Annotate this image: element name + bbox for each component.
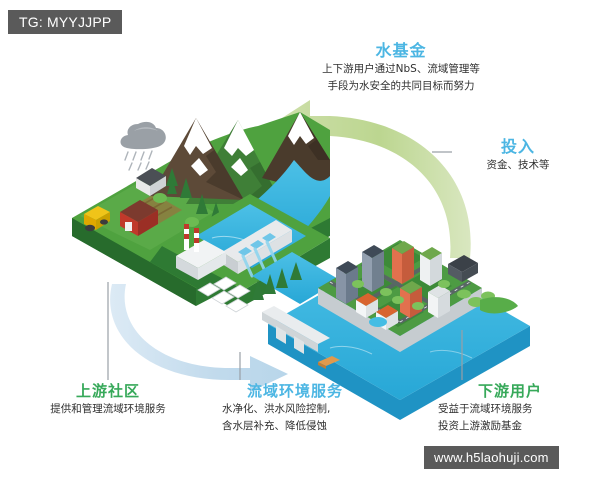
red-barn: [120, 200, 158, 236]
label-connectors: [107, 151, 463, 380]
label-investment-desc-1: 资金、技术等: [486, 159, 550, 172]
label-watershed-services: 流域环境服务 水净化、洪水风险控制, 含水层补充、降低侵蚀: [200, 382, 390, 434]
city-highrise-buildings: [336, 241, 478, 330]
label-downstream-desc-1: 受益于流域环境服务: [438, 403, 533, 416]
label-services-desc-1: 水净化、洪水风险控制,: [222, 403, 331, 416]
watermark-url: www.h5laohuji.com: [424, 446, 559, 469]
dam-industrial-block: [150, 194, 340, 313]
rain-cloud: [120, 121, 166, 171]
hydro-dam: [222, 220, 292, 278]
label-water-fund-desc-2: 手段为水安全的共同目标而努力: [327, 80, 475, 93]
farm-house: [136, 168, 166, 196]
label-investment-title: 投入: [500, 137, 535, 156]
water-treatment-tanks: [197, 276, 251, 313]
ecosystem-services-flow-arrow: [110, 284, 288, 392]
label-upstream-community: 上游社区 提供和管理流域环境服务: [18, 382, 198, 417]
label-investment: 投入 资金、技术等: [448, 137, 588, 173]
label-water-fund-title: 水基金: [375, 41, 427, 60]
label-upstream-title: 上游社区: [75, 382, 140, 400]
label-upstream-desc-1: 提供和管理流域环境服务: [50, 403, 166, 416]
label-water-fund: 水基金 上下游用户通过NbS、流域管理等 手段为水安全的共同目标而努力: [286, 41, 516, 94]
label-services-title: 流域环境服务: [246, 382, 343, 400]
bridge: [262, 306, 330, 354]
label-downstream-title: 下游用户: [477, 382, 542, 400]
factory-smokestacks: [176, 224, 226, 280]
investment-flow-arrow: [268, 100, 471, 258]
label-downstream-users: 下游用户 受益于流域环境服务 投资上游激励基金: [420, 382, 600, 434]
boat: [318, 356, 340, 369]
downstream-city-block: [262, 240, 530, 420]
watermark-tag: TG: MYYJJPP: [8, 10, 123, 34]
label-downstream-desc-2: 投资上游激励基金: [438, 420, 522, 433]
label-water-fund-desc-1: 上下游用户通过NbS、流域管理等: [322, 63, 480, 76]
tractor: [84, 206, 110, 232]
label-services-desc-2: 含水层补充、降低侵蚀: [222, 420, 327, 433]
pine-forest-mid: [252, 262, 302, 300]
city-trees: [352, 280, 495, 310]
